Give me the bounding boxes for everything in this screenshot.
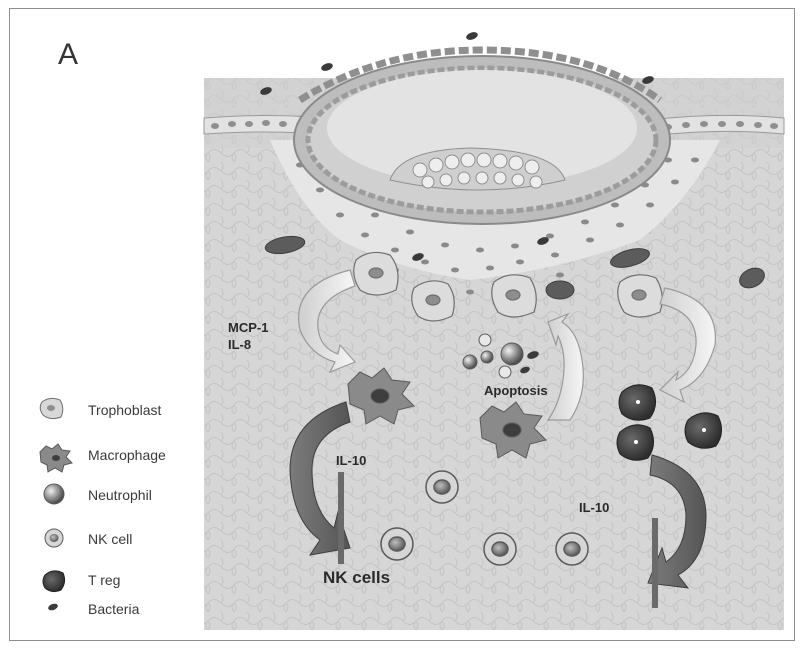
il10-left-label: IL-10	[336, 453, 366, 468]
apoptosis-label: Apoptosis	[484, 383, 548, 398]
treg-icon	[43, 571, 65, 592]
trophoblast-cell	[492, 275, 537, 317]
legend-macrophage: Macrophage	[88, 447, 166, 463]
blastocyst	[294, 50, 670, 224]
legend-bacteria: Bacteria	[88, 601, 139, 617]
macrophage-icon	[40, 444, 72, 472]
trophoblast-cell	[412, 281, 455, 321]
il8-label: IL-8	[228, 337, 251, 352]
nk-cell-icon	[45, 529, 63, 547]
legend-neutrophil: Neutrophil	[88, 487, 152, 503]
trophoblast-icon	[40, 398, 63, 418]
il10-right-label: IL-10	[579, 500, 609, 515]
legend-trophoblast: Trophoblast	[88, 402, 161, 418]
neutrophil-icon	[44, 484, 64, 504]
legend-icons	[40, 398, 72, 611]
bacteria-icon	[47, 602, 58, 611]
mcp1-label: MCP-1	[228, 320, 268, 335]
trophoblast-cell	[618, 275, 663, 317]
nk-cells-label: NK cells	[323, 568, 390, 588]
legend-nk-cell: NK cell	[88, 531, 132, 547]
legend-treg: T reg	[88, 572, 120, 588]
trophoblast-cell	[354, 252, 398, 295]
